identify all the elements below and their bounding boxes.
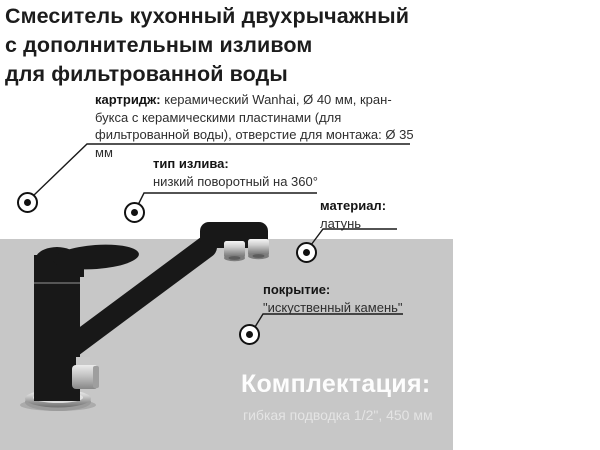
package-heading: Комплектация: [241,370,431,398]
callout-material-label: материал: [320,198,387,213]
callout-coating-label: покрытие: [263,282,331,297]
callout-coating: покрытие: "искуственный камень" [263,281,403,316]
callout-dot-material [296,242,317,263]
faucet-handle [53,244,139,270]
body-ring [34,282,80,284]
filter-valve [72,357,99,389]
callout-spout-type: тип излива: низкий поворотный на 360° [153,155,318,190]
callout-dot-spout-type [124,202,145,223]
callout-spout-type-label: тип излива: [153,156,229,171]
faucet-image [20,222,269,411]
page-title: Смеситель кухонный двухрычажный с дополн… [5,2,409,89]
callout-spout-type-value: низкий поворотный на 360° [153,173,318,189]
package-item: гибкая подводка 1/2", 450 мм [243,407,433,423]
callout-material: материал: латунь [320,197,386,232]
callout-material-value: латунь [320,215,362,231]
faucet-spout [47,236,217,368]
main-outlet [248,239,269,260]
callout-cartridge-label: картридж: [95,92,161,107]
filter-outlet [224,241,245,262]
title-line-3: для фильтрованной воды [5,62,288,86]
callout-cartridge: картридж: керамический Wanhai, Ø 40 мм, … [95,91,417,161]
callout-cartridge-value: керамический Wanhai, Ø 40 мм, кран-букса… [95,92,414,160]
callout-line-spout-type [137,192,317,206]
callout-dot-cartridge [17,192,38,213]
title-line-1: Смеситель кухонный двухрычажный [5,4,410,28]
title-line-2: с дополнительным изливом [5,33,313,57]
callout-dot-coating [239,324,260,345]
callout-coating-value: "искуственный камень" [263,299,403,315]
